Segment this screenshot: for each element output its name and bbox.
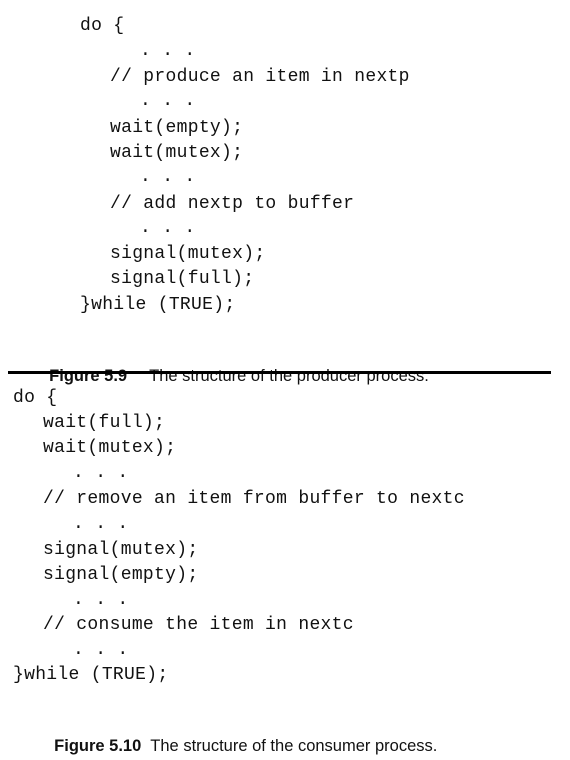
consumer-line-1: do {	[13, 388, 58, 408]
consumer-line-4: . . .	[73, 463, 129, 483]
producer-line-7: . . .	[140, 167, 196, 187]
consumer-line-3: wait(mutex);	[43, 438, 177, 458]
figure-divider	[8, 371, 551, 374]
producer-line-6: wait(mutex);	[110, 143, 244, 163]
consumer-line-10: // consume the item in nextc	[43, 615, 354, 635]
producer-line-3: // produce an item in nextp	[110, 67, 410, 87]
consumer-line-9: . . .	[73, 590, 129, 610]
producer-line-2: . . .	[140, 41, 196, 61]
producer-line-8: // add nextp to buffer	[110, 194, 355, 214]
consumer-line-8: signal(empty);	[43, 565, 199, 585]
consumer-line-11: . . .	[73, 640, 129, 660]
producer-line-11: signal(full);	[110, 269, 255, 289]
consumer-line-2: wait(full);	[43, 413, 166, 433]
producer-line-10: signal(mutex);	[110, 244, 266, 264]
consumer-line-6: . . .	[73, 514, 129, 534]
consumer-line-12: }while (TRUE);	[13, 665, 169, 685]
producer-caption-label: Figure 5.9	[49, 367, 128, 385]
producer-line-1: do {	[80, 16, 125, 36]
consumer-caption: Figure 5.10 The structure of the consumer…	[45, 713, 437, 757]
producer-caption: Figure 5.9 The structure of the producer …	[40, 343, 429, 387]
consumer-line-7: signal(mutex);	[43, 540, 199, 560]
consumer-caption-label: Figure 5.10	[54, 737, 142, 755]
producer-line-4: . . .	[140, 91, 196, 111]
consumer-line-5: // remove an item from buffer to nextc	[43, 489, 465, 509]
producer-caption-text: The structure of the producer process.	[149, 367, 429, 385]
producer-line-12: }while (TRUE);	[80, 295, 236, 315]
consumer-caption-text: The structure of the consumer process.	[150, 737, 438, 755]
producer-line-5: wait(empty);	[110, 118, 244, 138]
producer-line-9: . . .	[140, 218, 196, 238]
